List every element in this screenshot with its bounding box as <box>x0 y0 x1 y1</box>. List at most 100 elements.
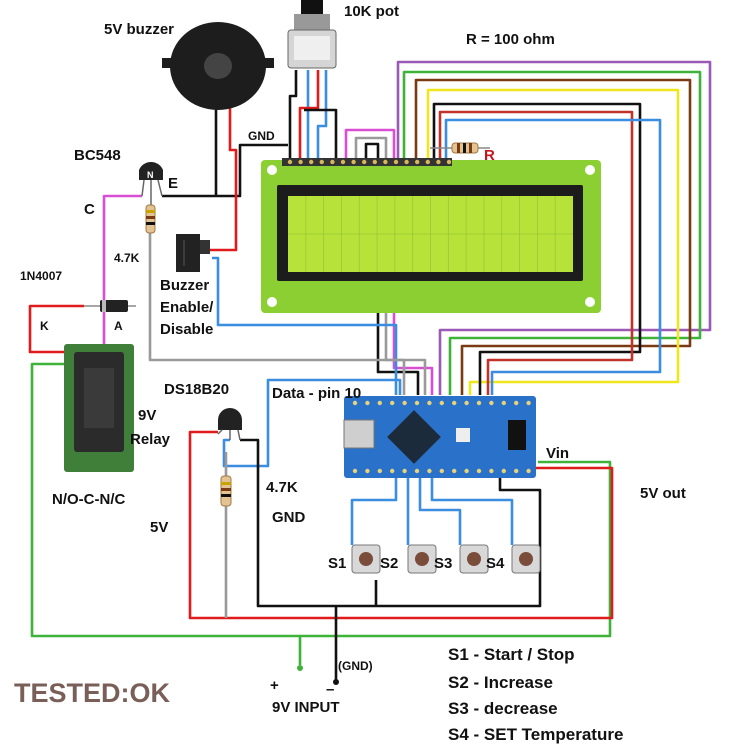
resistor-pullup <box>220 475 232 507</box>
lcd-header <box>282 158 452 166</box>
sensor-ds18b20 <box>217 408 242 441</box>
tested-stamp: TESTED:OK <box>14 678 171 708</box>
nano-pin <box>365 400 370 406</box>
cathode-label: K <box>40 319 49 333</box>
wire-blue-s1 <box>350 478 398 545</box>
gnd-mid-label: GND <box>272 509 306 526</box>
lcd-pin <box>330 159 335 165</box>
input-minus-terminal <box>333 679 339 685</box>
pot-face <box>294 36 330 60</box>
legend-item: S2 - Increase <box>448 673 553 692</box>
nano-pin <box>402 400 407 406</box>
lcd-hole <box>267 165 277 175</box>
wire-yellow <box>426 88 680 395</box>
base-resistor-label: 4.7K <box>114 251 140 265</box>
wire-black-gnd-nano <box>498 478 542 520</box>
legend-item: S3 - decrease <box>448 699 558 718</box>
sensor-label: DS18B20 <box>164 381 229 398</box>
wire-brown <box>414 78 692 395</box>
buzzer <box>162 22 274 110</box>
potentiometer <box>287 0 337 69</box>
lcd-grid <box>288 196 573 272</box>
lcd-pin <box>383 159 388 165</box>
nano-pin <box>464 400 469 406</box>
transistor-bc548: N <box>139 162 163 205</box>
data-pin-label: Data - pin 10 <box>272 385 361 402</box>
wire-red-diode <box>28 304 84 354</box>
nano-pin <box>352 468 358 474</box>
lcd-pin <box>319 159 324 165</box>
pot-collar <box>294 14 330 32</box>
lcd-pin <box>298 159 303 165</box>
resistor-backlight <box>430 142 490 154</box>
vin-label: Vin <box>546 445 569 462</box>
wire-blue-sensor <box>222 378 402 468</box>
diode-1n4007 <box>84 300 136 312</box>
gnd-input-label: (GND) <box>338 659 373 673</box>
wire-black-lcd <box>432 102 642 395</box>
five-v-out-label: 5V out <box>640 485 686 502</box>
nano-pin <box>464 468 469 474</box>
wire-black-pot <box>288 70 298 160</box>
lcd-pin <box>393 159 399 165</box>
buzzer-tab <box>258 58 274 68</box>
nano-pin <box>377 468 382 474</box>
wire-red-buzzer <box>200 96 238 252</box>
lcd-pin <box>372 159 377 165</box>
buzzer-tab <box>162 58 178 68</box>
wire-red-lcd <box>438 110 634 395</box>
nano-pin-rows <box>352 400 531 474</box>
switch-lever <box>200 240 210 254</box>
nano-pin <box>526 468 531 474</box>
nano-pin <box>452 468 457 474</box>
switch-body <box>176 234 200 272</box>
relay-module <box>64 344 134 472</box>
lcd-hole <box>585 165 595 175</box>
emitter-label: E <box>168 175 178 192</box>
relay-label <box>84 368 114 428</box>
nano-pin <box>402 468 407 474</box>
wire-violet <box>396 60 712 395</box>
nano-pin <box>501 400 506 406</box>
wire-blue-s4 <box>430 478 514 545</box>
wire-blue-switch <box>212 256 398 395</box>
nano-pin <box>476 400 482 406</box>
reset-button <box>456 428 470 442</box>
nano-pin <box>414 400 420 406</box>
input-label: 9V INPUT <box>272 699 340 716</box>
s1-label: S1 <box>328 555 346 572</box>
diode-body <box>100 300 128 312</box>
wire-black-gnd <box>162 143 288 198</box>
diode-label: 1N4007 <box>20 269 62 283</box>
transistor-label: BC548 <box>74 147 121 164</box>
nano-pin <box>390 400 395 406</box>
wire-blue-pot2 <box>316 70 328 160</box>
nano-pin <box>439 400 444 406</box>
s4-label: S4 <box>486 555 505 572</box>
diode-band <box>102 300 106 312</box>
anode-label: A <box>114 319 123 333</box>
input-plus-terminal <box>297 665 303 671</box>
wire-blue-s3 <box>418 478 462 545</box>
nano-pin <box>514 400 519 406</box>
push-buttons <box>351 544 541 574</box>
wire-black-pot2 <box>304 108 338 160</box>
button-legend: S1 - Start / Stop S2 - Increase S3 - dec… <box>448 645 623 744</box>
nano-pin <box>452 400 457 406</box>
relay-contacts-label: N/O-C-N/C <box>52 491 125 508</box>
usb-port <box>343 419 375 449</box>
icsp-header <box>508 420 526 450</box>
lcd-pin <box>425 159 430 165</box>
nano-pin <box>439 468 444 474</box>
nano-pin <box>501 468 506 474</box>
s2-label: S2 <box>380 555 398 572</box>
r-mark: R <box>484 147 495 164</box>
buzzer-hole <box>204 53 232 79</box>
switch-label-1: Buzzer <box>160 277 209 294</box>
nano-pin <box>427 400 432 406</box>
push-button-cap <box>359 552 373 566</box>
push-button-cap <box>415 552 429 566</box>
lcd-pin <box>340 159 346 165</box>
lcd-pin <box>362 159 367 165</box>
